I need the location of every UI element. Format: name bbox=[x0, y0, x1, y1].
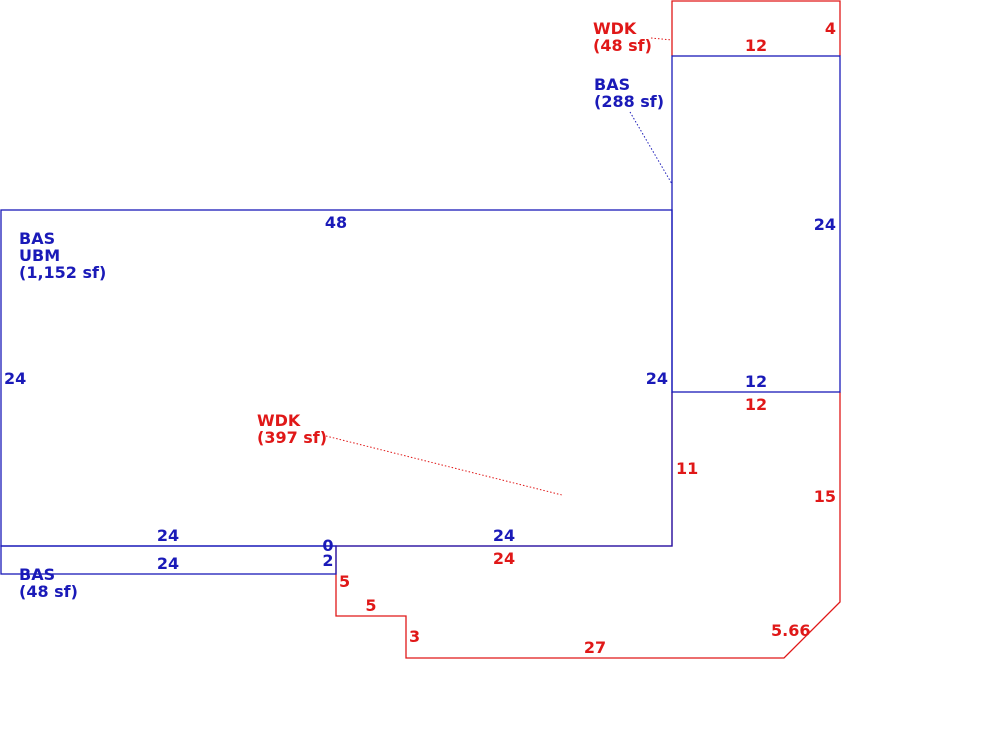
deck-small-code: WDK bbox=[593, 19, 637, 38]
deck-small-size: (48 sf) bbox=[593, 36, 652, 55]
small-area-outline bbox=[0, 545, 337, 575]
dim-small-bottom: 24 bbox=[157, 554, 179, 573]
dim-deck-step-across: 5 bbox=[365, 596, 376, 615]
main-area-outline bbox=[0, 209, 673, 547]
east-area-code: BAS bbox=[594, 75, 630, 94]
main-area-subcode: UBM bbox=[19, 246, 60, 265]
deck-large-size: (397 sf) bbox=[257, 428, 327, 447]
dim-deck-right: 15 bbox=[814, 487, 836, 506]
east-area-outline bbox=[671, 55, 841, 393]
dim-deck-step-down2: 3 bbox=[409, 627, 420, 646]
main-area-size: (1,152 sf) bbox=[19, 263, 106, 282]
deck-large-code: WDK bbox=[257, 411, 301, 430]
dim-deck-top: 12 bbox=[745, 395, 767, 414]
east-area-size: (288 sf) bbox=[594, 92, 664, 111]
dim-deck-small-right: 4 bbox=[825, 19, 836, 38]
dim-main-top: 48 bbox=[325, 213, 347, 232]
deck-large-leader bbox=[325, 435, 563, 496]
dim-deck-bottom: 27 bbox=[584, 638, 606, 657]
dim-deck-top-left: 24 bbox=[493, 549, 515, 568]
dim-main-left: 24 bbox=[4, 369, 26, 388]
dim-zero: 0 bbox=[322, 536, 333, 555]
dim-east-right: 24 bbox=[814, 215, 836, 234]
dim-deck-left: 11 bbox=[676, 459, 698, 478]
deck-small-leader bbox=[650, 37, 673, 41]
deck-small-outline bbox=[671, 0, 841, 56]
dim-deck-diagonal: 5.66 bbox=[771, 621, 810, 640]
deck-large-outline bbox=[335, 392, 841, 659]
small-area-size: (48 sf) bbox=[19, 582, 78, 601]
dim-small-right: 2 bbox=[322, 551, 333, 570]
small-area-code: BAS bbox=[19, 565, 55, 584]
dim-deck-small-top: 12 bbox=[745, 36, 767, 55]
dim-east-bottom: 12 bbox=[745, 372, 767, 391]
dim-main-right: 24 bbox=[646, 369, 668, 388]
dim-main-bottom-left: 24 bbox=[157, 526, 179, 545]
main-area-code: BAS bbox=[19, 229, 55, 248]
dim-main-bottom-right: 24 bbox=[493, 526, 515, 545]
east-area-leader bbox=[629, 111, 673, 185]
dim-deck-step-down: 5 bbox=[339, 572, 350, 591]
